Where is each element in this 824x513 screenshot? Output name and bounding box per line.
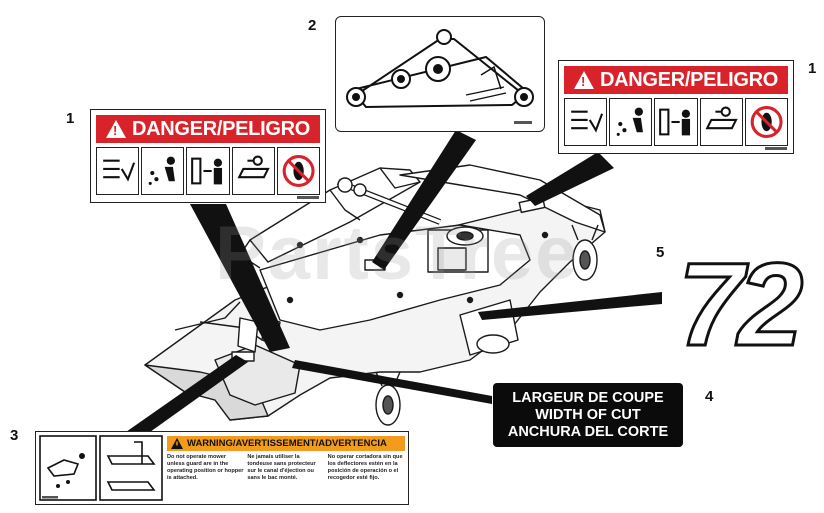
- thrown-object-icon: [141, 147, 185, 195]
- danger-heading: DANGER/PELIGRO: [131, 117, 311, 140]
- warning-heading: WARNING/AVERTISSEMENT/ADVERTENCIA: [187, 438, 387, 449]
- belt-routing-diagram: [346, 29, 534, 124]
- danger-decal-right: DANGER/PELIGRO: [558, 60, 794, 154]
- remove-key-icon: [699, 98, 743, 146]
- leader-decal-4: [292, 360, 492, 404]
- keep-distance-icon: [186, 147, 230, 195]
- callout-1-left: 1: [66, 110, 75, 127]
- warning-text-columns: Do not operate mower unless guard are in…: [167, 454, 405, 501]
- leader-decal-3: [126, 355, 248, 432]
- part-number-mark: [297, 196, 319, 199]
- keep-distance-icon: [654, 98, 698, 146]
- remove-key-icon: [231, 147, 275, 195]
- danger-pictograms: [96, 147, 321, 195]
- warning-header: WARNING/AVERTISSEMENT/ADVERTENCIA: [167, 436, 405, 451]
- danger-heading: DANGER/PELIGRO: [599, 68, 779, 91]
- leader-decal-2: [372, 130, 476, 270]
- warning-text-spanish: No operar cortadora sin que los deflecto…: [327, 454, 403, 481]
- callout-2: 2: [308, 17, 317, 34]
- width-of-cut-decal: LARGEUR DE COUPE WIDTH OF CUT ANCHURA DE…: [493, 383, 683, 447]
- no-hands-feet-icon: [276, 147, 321, 195]
- belt-routing-decal: [335, 16, 545, 132]
- part-number-mark: [765, 147, 787, 150]
- danger-pictograms: [564, 98, 789, 146]
- leader-decal-1-right: [526, 152, 614, 206]
- warning-decal: WARNING/AVERTISSEMENT/ADVERTENCIA Do not…: [35, 431, 409, 505]
- size-decal-72: 72: [676, 239, 804, 371]
- right-frame-arm: [399, 164, 606, 233]
- width-of-cut-line-2: WIDTH OF CUT: [535, 406, 641, 423]
- callout-3: 3: [10, 427, 19, 444]
- watermark: PartsTree: [215, 211, 580, 296]
- width-of-cut-line-1: LARGEUR DE COUPE: [512, 389, 664, 406]
- thrown-object-icon: [609, 98, 653, 146]
- callout-5: 5: [656, 244, 665, 261]
- warning-triangle-icon: [105, 120, 126, 138]
- width-of-cut-line-3: ANCHURA DEL CORTE: [507, 423, 669, 440]
- read-manual-icon: [96, 147, 140, 195]
- no-hands-feet-icon: [744, 98, 789, 146]
- warning-triangle-icon: [171, 438, 183, 449]
- read-manual-icon: [564, 98, 608, 146]
- leader-decal-5: [478, 292, 662, 320]
- warning-text-french: Ne jamais utiliser la tondeuse sans prot…: [247, 454, 316, 481]
- leader-decal-1-left: [190, 204, 290, 352]
- callout-1-right: 1: [808, 60, 817, 77]
- warning-pictograms: [39, 435, 163, 501]
- danger-header: DANGER/PELIGRO: [96, 115, 320, 143]
- warning-triangle-icon: [573, 71, 594, 89]
- danger-header: DANGER/PELIGRO: [564, 66, 788, 94]
- warning-text-english: Do not operate mower unless guard are in…: [167, 454, 244, 481]
- danger-decal-left: DANGER/PELIGRO: [90, 109, 326, 203]
- callout-4: 4: [705, 388, 714, 405]
